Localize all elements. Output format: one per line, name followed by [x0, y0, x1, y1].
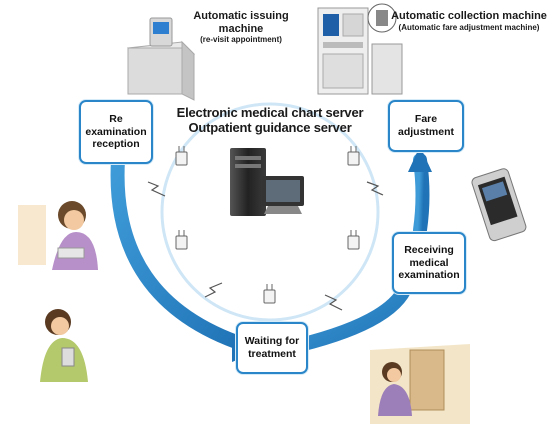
- server-title-line2: Outpatient guidance server: [188, 119, 352, 135]
- cycle-arrow-left: [110, 153, 252, 352]
- step-receiving-medical-examination[interactable]: Receiving medical examination: [392, 232, 466, 294]
- access-point-icon: [347, 230, 360, 250]
- access-point-icon: [263, 284, 276, 304]
- network-ring: [160, 102, 380, 322]
- issuing-machine-label: Automatic issuing machine (re-visit appo…: [178, 10, 304, 44]
- waiting-patient-illustration: [40, 309, 88, 382]
- step-reexamination-reception[interactable]: Re examination reception: [79, 100, 153, 164]
- access-point-icon: [175, 146, 188, 166]
- server-computer-icon: [230, 148, 304, 216]
- collection-machine-title: Automatic collection machine: [391, 10, 547, 22]
- issuing-machine-subtitle: (re-visit appointment): [200, 35, 282, 45]
- collection-machine-label: Automatic collection machine (Automatic …: [384, 10, 554, 32]
- access-point-icon: [175, 230, 188, 250]
- cycle-arrowhead-top-right: [408, 146, 432, 172]
- reception-staff-illustration: [18, 201, 98, 270]
- access-point-icon: [347, 146, 360, 166]
- step-waiting-for-treatment[interactable]: Waiting for treatment: [236, 322, 308, 374]
- doctor-office-illustration: [370, 344, 470, 424]
- server-label: Electronic medical chart server Outpatie…: [170, 105, 370, 136]
- handheld-terminal-illustration: [471, 168, 527, 242]
- collection-machine-subtitle: (Automatic fare adjustment machine): [398, 22, 540, 32]
- collection-machine-illustration: [317, 3, 403, 95]
- server-title-line1: Electronic medical chart server: [176, 105, 364, 120]
- step-fare-adjustment[interactable]: Fare adjustment: [388, 100, 464, 152]
- issuing-machine-title: Automatic issuing machine: [193, 10, 289, 35]
- issuing-machine-illustration: [126, 17, 196, 101]
- access-points: [175, 146, 360, 304]
